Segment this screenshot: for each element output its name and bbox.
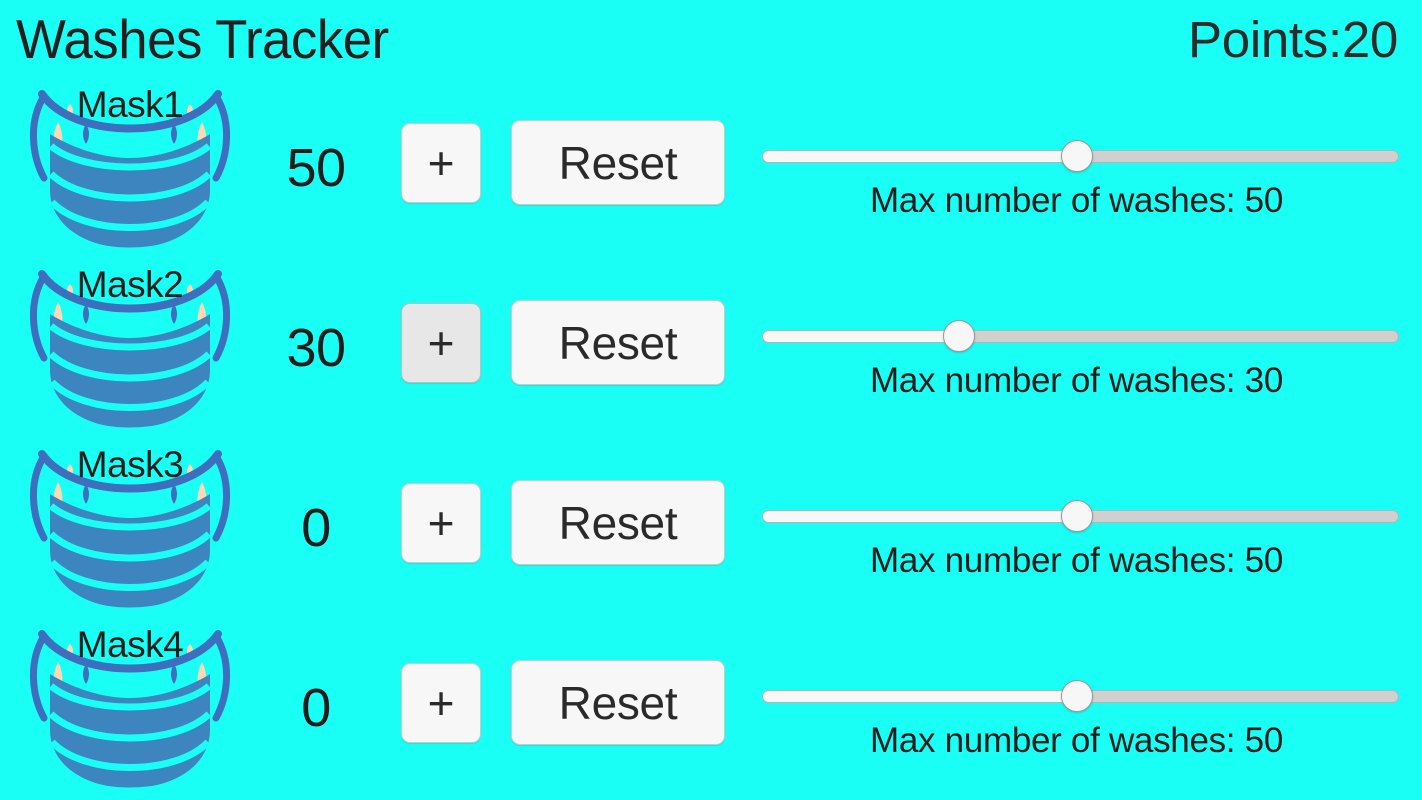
mask-row-1: Mask1 50 + Reset Max number of washes: 5… [0, 78, 1422, 258]
max-washes-slider-area: Max number of washes: 50 [758, 78, 1406, 258]
max-washes-slider-area: Max number of washes: 50 [758, 618, 1406, 798]
max-washes-slider-area: Max number of washes: 50 [758, 438, 1406, 618]
slider-fill [763, 691, 1078, 702]
mask-row-3: Mask3 0 + Reset Max number of washes: 50 [0, 438, 1422, 618]
reset-button-2[interactable]: Reset [511, 300, 725, 385]
reset-button-4[interactable]: Reset [511, 660, 725, 745]
slider-thumb[interactable] [1061, 680, 1094, 712]
slider-thumb[interactable] [1061, 140, 1094, 172]
wash-count: 0 [301, 498, 331, 558]
max-washes-slider-1[interactable] [762, 140, 1399, 172]
face-mask-icon: Mask1 [14, 82, 246, 254]
increment-button-4[interactable]: + [401, 663, 481, 743]
points-counter: Points:20 [1188, 10, 1398, 68]
increment-button-1[interactable]: + [401, 123, 481, 203]
wash-count: 30 [286, 318, 346, 378]
slider-track[interactable] [762, 330, 1399, 343]
max-washes-slider-4[interactable] [762, 680, 1399, 712]
app-header: Washes Tracker Points:20 [0, 0, 1422, 78]
reset-button-1[interactable]: Reset [511, 120, 725, 205]
slider-thumb[interactable] [1061, 500, 1094, 532]
max-washes-slider-2[interactable] [762, 320, 1399, 352]
max-washes-caption: Max number of washes: 50 [869, 181, 1283, 220]
reset-button-3[interactable]: Reset [511, 480, 725, 565]
max-washes-slider-area: Max number of washes: 30 [758, 258, 1406, 438]
max-washes-caption: Max number of washes: 50 [869, 721, 1283, 760]
wash-count: 50 [286, 138, 346, 198]
slider-fill [763, 151, 1078, 162]
slider-fill [763, 331, 960, 342]
slider-thumb[interactable] [943, 320, 976, 352]
increment-button-3[interactable]: + [401, 483, 481, 563]
face-mask-icon: Mask2 [14, 262, 246, 434]
increment-button-2[interactable]: + [401, 303, 481, 383]
mask-row-list: Mask1 50 + Reset Max number of washes: 5… [0, 78, 1422, 798]
max-washes-slider-3[interactable] [762, 500, 1399, 532]
page-title: Washes Tracker [16, 7, 389, 70]
max-washes-caption: Max number of washes: 50 [869, 541, 1283, 580]
slider-fill [763, 511, 1078, 522]
max-washes-caption: Max number of washes: 30 [869, 361, 1283, 400]
mask-row-2: Mask2 30 + Reset Max number of washes: 3… [0, 258, 1422, 438]
mask-row-4: Mask4 0 + Reset Max number of washes: 50 [0, 618, 1422, 798]
face-mask-icon: Mask3 [14, 442, 246, 614]
wash-count: 0 [301, 678, 331, 738]
face-mask-icon: Mask4 [14, 622, 246, 794]
